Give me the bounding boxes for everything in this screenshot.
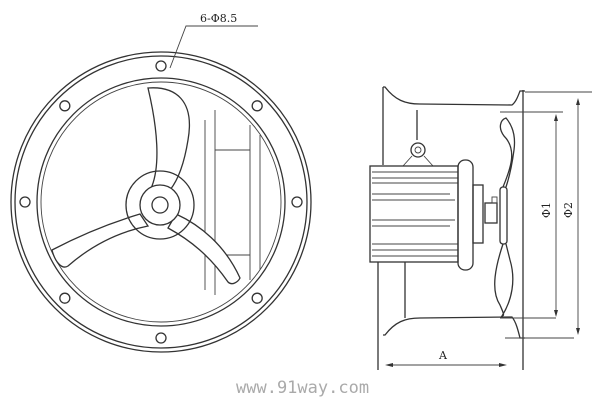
- watermark: www.91way.com: [236, 378, 369, 398]
- hub-center: [151, 196, 169, 214]
- housing-ring: [36, 77, 286, 327]
- bolt-hole: [251, 292, 263, 304]
- bolt-hole: [251, 100, 263, 112]
- bottom-flange: [383, 316, 525, 339]
- top-flange: [383, 86, 525, 106]
- propeller-blade-top: [499, 117, 516, 188]
- bolt-hole: [155, 60, 167, 72]
- bolt-hole: [19, 196, 31, 208]
- leader-line: [169, 25, 258, 69]
- motor-fins: [372, 171, 458, 257]
- blade: [147, 87, 190, 191]
- shaft: [484, 202, 498, 224]
- bolt-hole: [59, 292, 71, 304]
- blade: [51, 213, 150, 268]
- front-view: 6-Φ8.5: [10, 12, 312, 353]
- hub: [139, 184, 181, 226]
- dimension-lines: [387, 100, 579, 366]
- outer-ring-inner: [14, 55, 308, 349]
- diameter-2-label: Φ2: [562, 202, 575, 218]
- motor-end-cap: [457, 159, 474, 271]
- propeller-blade-bottom: [494, 243, 514, 317]
- hub-outline: [125, 170, 195, 240]
- length-a-label: A: [438, 349, 448, 362]
- diameter-1-label: Φ1: [540, 202, 553, 218]
- motor-support: [204, 110, 261, 295]
- bolt-hole: [155, 332, 167, 344]
- motor-body: [369, 165, 459, 263]
- eyebolt-hole: [414, 146, 422, 154]
- extension-lines: [500, 91, 592, 339]
- bolt-hole: [59, 100, 71, 112]
- shaft-key: [491, 196, 498, 204]
- propeller-hub: [499, 186, 508, 245]
- housing-inner-ring: [40, 81, 282, 323]
- bolt-hole: [291, 196, 303, 208]
- blade: [167, 213, 241, 285]
- outer-ring: [10, 51, 312, 353]
- bolt-holes: [19, 60, 303, 344]
- eyebolt-base: [402, 155, 434, 167]
- bolt-hole-label: 6-Φ8.5: [200, 12, 237, 25]
- housing-lines: [377, 87, 524, 370]
- motor-flange: [472, 184, 484, 244]
- eyebolt: [410, 142, 426, 158]
- side-view: Φ1 Φ2 A: [369, 86, 592, 370]
